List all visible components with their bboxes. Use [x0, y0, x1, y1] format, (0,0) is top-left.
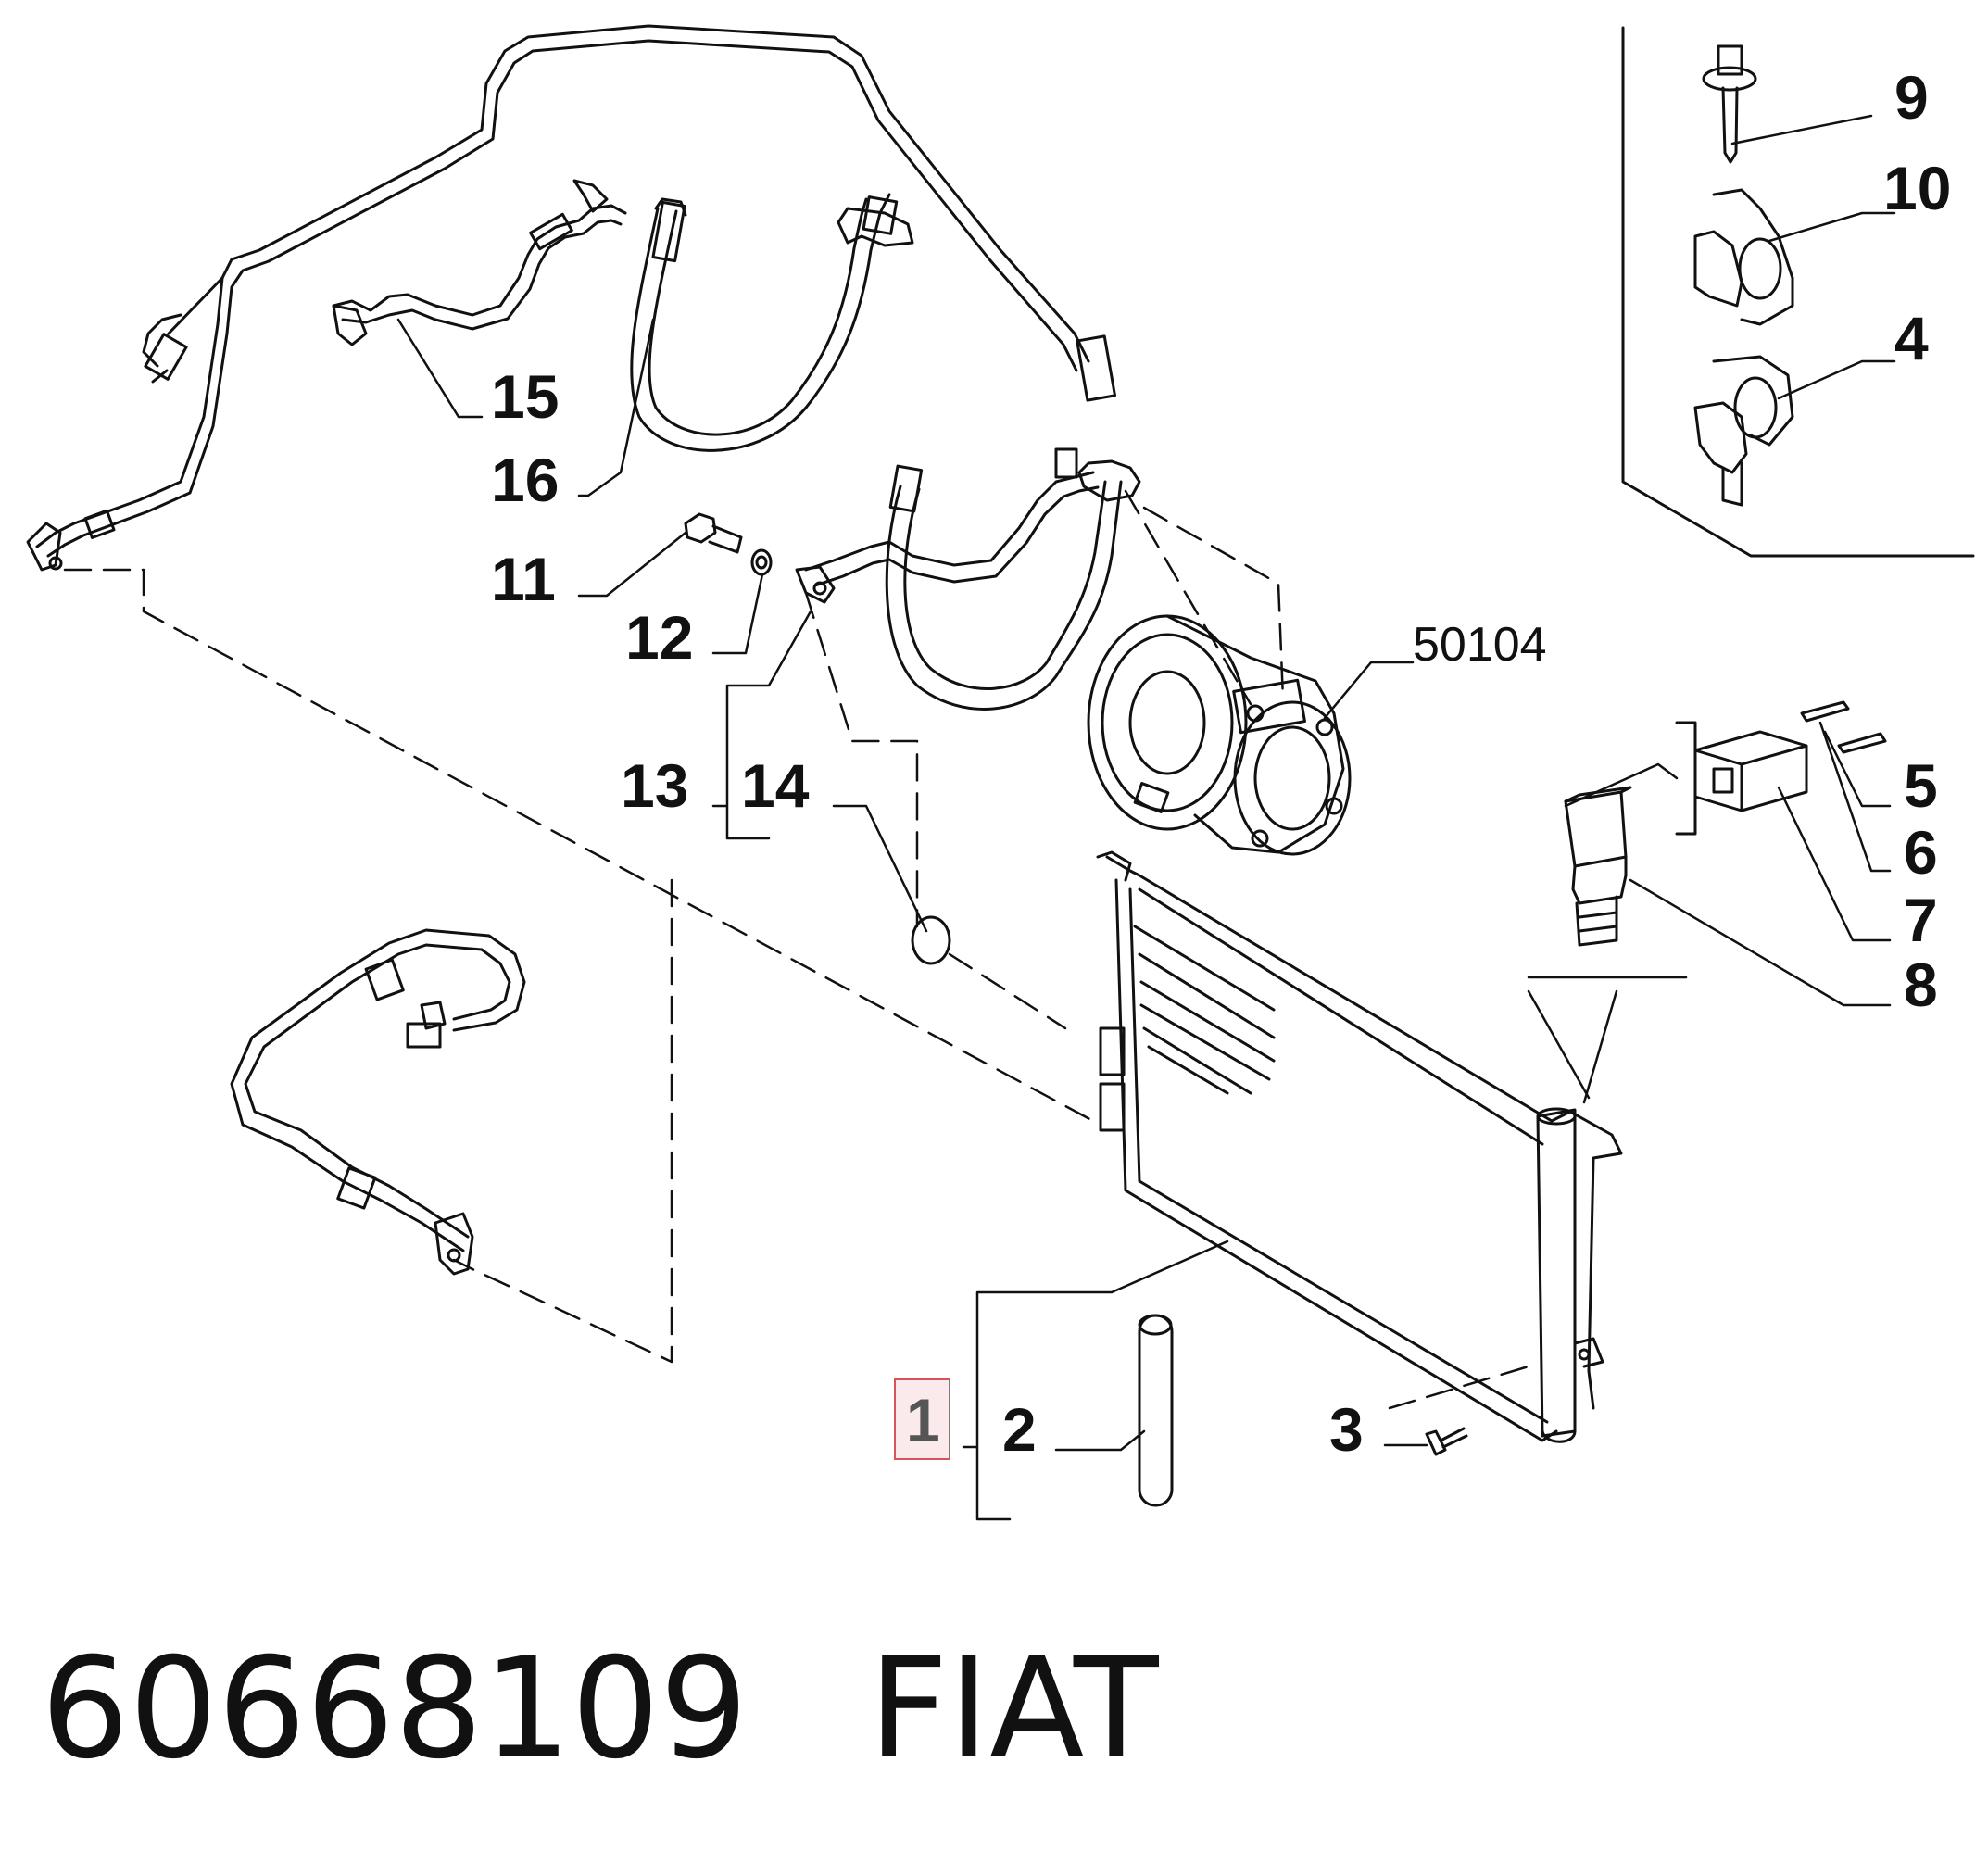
- bolt-11: [684, 512, 743, 554]
- screw-3: [1425, 1427, 1468, 1456]
- callout-1[interactable]: 1: [906, 1386, 940, 1454]
- hose-16: [630, 193, 914, 452]
- callout-9[interactable]: 9: [1894, 63, 1929, 132]
- callout-6[interactable]: 6: [1904, 818, 1938, 887]
- pin-9: [1702, 44, 1757, 164]
- brand-name: FIAT: [868, 1629, 1159, 1790]
- hose-15: [332, 179, 627, 346]
- compressor-50104: [1087, 614, 1352, 856]
- callout-13[interactable]: 13: [621, 751, 689, 820]
- inset-frame: [1621, 26, 1975, 558]
- connector-7: [1675, 721, 1808, 836]
- leader-lines: [396, 114, 1896, 1521]
- long-refrigerant-line: [26, 24, 1117, 572]
- clip-10: [1693, 188, 1794, 326]
- callout-16[interactable]: 16: [491, 446, 560, 514]
- condenser-1: [1096, 850, 1623, 1443]
- clip-4: [1693, 355, 1794, 507]
- highlighted-callout-box: [894, 1378, 950, 1460]
- dashed-assembly-lines: [63, 489, 1530, 1410]
- callout-4[interactable]: 4: [1894, 304, 1929, 372]
- callout-3[interactable]: 3: [1329, 1395, 1364, 1464]
- ac-condenser-exploded-diagram: [26, 24, 1975, 1521]
- callout-7[interactable]: 7: [1904, 886, 1938, 954]
- callout-5[interactable]: 5: [1904, 751, 1938, 820]
- callout-50104[interactable]: 50104: [1413, 618, 1547, 672]
- lower-pipe: [230, 928, 526, 1276]
- o-ring-14: [911, 915, 951, 965]
- callout-12[interactable]: 12: [625, 603, 694, 672]
- filter-2: [1138, 1314, 1174, 1507]
- callout-8[interactable]: 8: [1904, 950, 1938, 1019]
- hose-13: [795, 447, 1141, 711]
- terminal-5: [1837, 732, 1887, 754]
- pressure-switch-8: [1564, 786, 1632, 947]
- terminal-6: [1800, 700, 1850, 723]
- callout-14[interactable]: 14: [741, 751, 810, 820]
- callout-15[interactable]: 15: [491, 362, 560, 431]
- part-number: 60668109: [41, 1629, 749, 1790]
- callout-10[interactable]: 10: [1883, 154, 1952, 222]
- callout-2[interactable]: 2: [1002, 1395, 1037, 1464]
- washer-12: [750, 548, 773, 576]
- callout-11[interactable]: 11: [491, 545, 556, 613]
